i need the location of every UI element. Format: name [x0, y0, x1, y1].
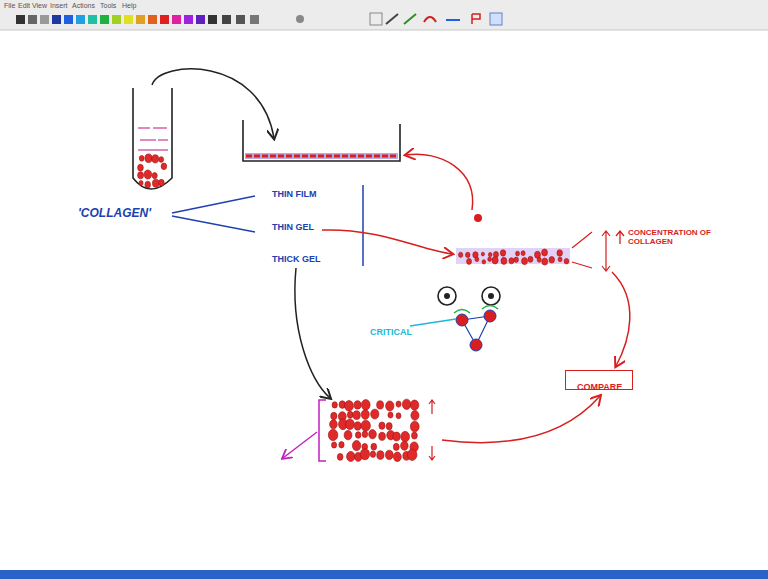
thick-gel-cells	[328, 399, 419, 461]
petri-dish	[243, 120, 400, 161]
status-bar	[0, 570, 768, 579]
handwritten-label: THIN GEL	[272, 222, 314, 232]
menu-item: Tools	[100, 2, 116, 10]
handwritten-label: 'COLLAGEN'	[78, 207, 151, 221]
collagen-blobs	[138, 154, 167, 188]
cell-drop	[474, 214, 482, 222]
handwritten-label: CRITICAL	[370, 327, 412, 337]
up-arrow	[616, 231, 624, 244]
thin-gel-cells	[458, 249, 568, 265]
menu-item: Insert	[50, 2, 68, 10]
pour-arrow	[152, 69, 274, 138]
menu-item: File	[4, 2, 15, 10]
arrow	[406, 154, 473, 210]
menu-item: View	[32, 2, 47, 10]
test-tube	[133, 88, 172, 189]
handwritten-label: THIN FILM	[272, 189, 317, 199]
color-swatches	[16, 13, 502, 25]
menu-item: Edit	[18, 2, 30, 10]
handwritten-label: CONCENTRATION OF COLLAGEN	[628, 228, 714, 246]
compare-box: COMPARE	[565, 370, 633, 390]
menu-item: Actions	[72, 2, 95, 10]
cell-cluster	[438, 287, 500, 351]
toolbar	[0, 0, 768, 30]
handwritten-label: THICK GEL	[272, 254, 321, 264]
box-label: COMPARE	[577, 382, 622, 392]
leader-line	[410, 319, 456, 326]
menu-item: Help	[122, 2, 136, 10]
